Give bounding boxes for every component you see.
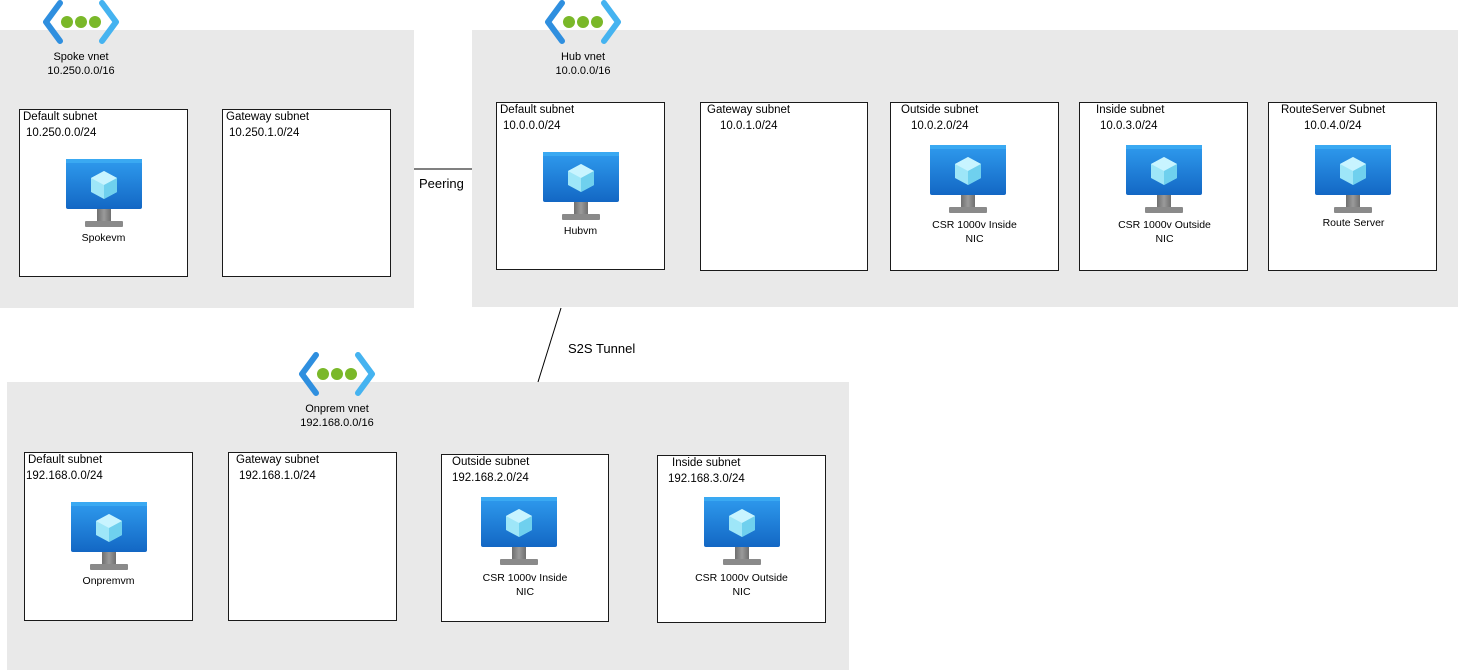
onprem-vnet-name: Onprem vnet <box>305 403 369 415</box>
vm-label: CSR 1000v Outside NIC <box>1080 218 1249 246</box>
vm-label-line1: CSR 1000v Inside <box>932 219 1017 231</box>
subnet-name: Outside subnet <box>901 104 979 116</box>
vm-label-line2: NIC <box>515 586 535 598</box>
subnet-name: Gateway subnet <box>236 454 320 466</box>
subnet-cidr: 10.250.0.0/24 <box>26 127 97 139</box>
spoke-gateway-subnet: Gateway subnet 10.250.1.0/24 <box>222 109 391 277</box>
vm-label: Onpremvm <box>82 575 135 587</box>
subnet-cidr: 10.250.1.0/24 <box>229 127 300 139</box>
onprem-vnet-label: Onprem vnet 192.168.0.0/16 <box>276 402 398 430</box>
onprem-vnet-cidr: 192.168.0.0/16 <box>300 417 374 429</box>
vm-label-line1: CSR 1000v Outside <box>1118 219 1211 231</box>
vm-label: CSR 1000v Outside NIC <box>658 571 825 599</box>
onprem-outside-subnet: Outside subnet 192.168.2.0/24 CSR 1000v … <box>441 454 609 622</box>
s2s-tunnel-line <box>537 307 562 383</box>
subnet-name: Gateway subnet <box>226 111 310 123</box>
vm-label-line2: NIC <box>1155 233 1174 245</box>
subnet-name: Default subnet <box>28 454 103 466</box>
subnet-name: Inside subnet <box>672 457 741 469</box>
vm-label-line1: CSR 1000v Outside <box>695 572 788 584</box>
peering-label: Peering <box>419 176 464 191</box>
subnet-name: Default subnet <box>23 111 98 123</box>
onprem-default-subnet: Default subnet 192.168.0.0/24 Onpremvm <box>24 452 193 621</box>
vm-label: CSR 1000v Inside NIC <box>442 571 608 599</box>
vm-label: Route Server <box>1322 217 1385 229</box>
vm-label-line2: NIC <box>965 233 984 245</box>
subnet-name: Gateway subnet <box>707 104 791 116</box>
subnet-cidr: 10.0.0.0/24 <box>503 120 561 132</box>
subnet-cidr: 10.0.1.0/24 <box>720 120 778 132</box>
subnet-name: Outside subnet <box>452 456 530 468</box>
onprem-inside-subnet: Inside subnet 192.168.3.0/24 CSR 1000v O… <box>657 455 826 623</box>
hub-default-subnet: Default subnet 10.0.0.0/24 Hubvm <box>496 102 665 270</box>
hub-vnet-label: Hub vnet 10.0.0.0/16 <box>522 50 644 78</box>
subnet-name: Inside subnet <box>1096 104 1165 116</box>
spoke-default-subnet: Default subnet 10.250.0.0/24 Spokevm <box>19 109 188 277</box>
vm-label-line2: NIC <box>732 586 751 598</box>
subnet-cidr: 192.168.1.0/24 <box>239 470 316 482</box>
spoke-vnet-cidr: 10.250.0.0/16 <box>47 65 115 77</box>
spoke-vnet-name: Spoke vnet <box>53 51 109 63</box>
vm-label: Hubvm <box>563 225 598 237</box>
vm-label: CSR 1000v Inside NIC <box>891 218 1058 246</box>
subnet-cidr: 10.0.2.0/24 <box>911 120 969 132</box>
subnet-cidr: 192.168.0.0/24 <box>26 470 103 482</box>
s2s-tunnel-label: S2S Tunnel <box>568 341 636 356</box>
hub-vnet-name: Hub vnet <box>560 51 606 63</box>
hub-gateway-subnet: Gateway subnet 10.0.1.0/24 <box>700 102 868 271</box>
subnet-name: RouteServer Subnet <box>1281 104 1386 116</box>
hub-vnet-cidr: 10.0.0.0/16 <box>555 65 611 77</box>
spoke-vnet-label: Spoke vnet 10.250.0.0/16 <box>20 50 142 78</box>
subnet-cidr: 10.0.3.0/24 <box>1100 120 1158 132</box>
hub-outside-subnet: Outside subnet 10.0.2.0/24 CSR 1000v Ins… <box>890 102 1059 271</box>
subnet-name: Default subnet <box>500 104 575 116</box>
vm-label: Spokevm <box>81 232 126 244</box>
onprem-gateway-subnet: Gateway subnet 192.168.1.0/24 <box>228 452 397 621</box>
vm-label-line1: CSR 1000v Inside <box>482 572 568 584</box>
hub-inside-subnet: Inside subnet 10.0.3.0/24 CSR 1000v Outs… <box>1079 102 1248 271</box>
subnet-cidr: 10.0.4.0/24 <box>1304 120 1362 132</box>
subnet-cidr: 192.168.3.0/24 <box>668 473 745 485</box>
hub-routeserver-subnet: RouteServer Subnet 10.0.4.0/24 Route Ser… <box>1268 102 1437 271</box>
subnet-cidr: 192.168.2.0/24 <box>452 472 529 484</box>
